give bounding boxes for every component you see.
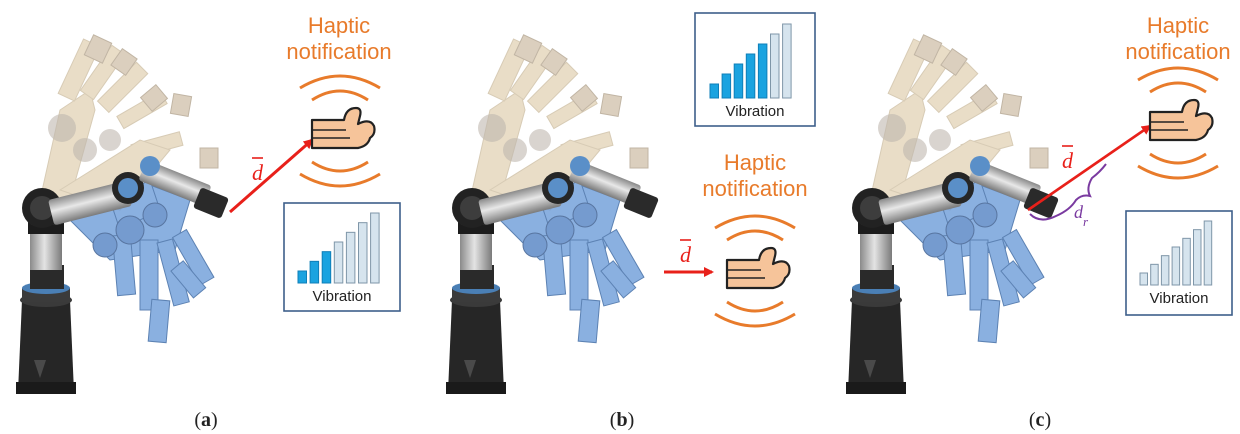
distance-label: d (1062, 148, 1074, 173)
haptic-notification-title: Haptic (724, 150, 786, 175)
vibration-bar-active (745, 53, 756, 99)
vibration-bar-active (757, 43, 768, 99)
panel-caption: (a) (194, 409, 217, 431)
vibration-box: Vibration (283, 202, 401, 312)
distance-label: d (680, 242, 692, 267)
vibration-bar-inactive (770, 33, 780, 99)
vibration-bar-inactive (1203, 220, 1213, 286)
vibration-bar-inactive (1139, 272, 1148, 286)
signal-bars-icon (1139, 220, 1213, 286)
vibration-label: Vibration (1150, 290, 1209, 307)
hand-icon (1148, 98, 1214, 142)
vibration-bar-inactive (1160, 255, 1170, 286)
haptic-notification-title: Haptic (1147, 13, 1209, 38)
panel-caption: (b) (610, 409, 634, 431)
vibration-bar-inactive (1150, 263, 1159, 286)
signal-bars-icon (709, 23, 792, 99)
vibration-box: Vibration (1125, 210, 1233, 316)
haptic-notification-title: Haptic (308, 13, 370, 38)
hand-icon (310, 106, 376, 150)
vibration-bar-inactive (345, 231, 356, 284)
panel-b: Vibration Haptic notification d (b) (446, 12, 816, 431)
robot-arm (16, 34, 230, 394)
panel-caption: (c) (1029, 409, 1051, 431)
vibration-box: Vibration (694, 12, 816, 127)
haptic-notification-subtitle: notification (1125, 39, 1230, 64)
hand-icon (725, 246, 791, 290)
vibration-bar-active (733, 63, 744, 99)
robot-arm (446, 34, 660, 394)
vibration-bar-inactive (333, 241, 344, 284)
vibration-label: Vibration (726, 103, 785, 120)
distance-label: d (252, 160, 264, 185)
vibration-bar-active (297, 270, 307, 284)
vibration-bar-inactive (782, 23, 792, 99)
distance-arrow (1027, 124, 1152, 212)
vibration-bar-active (721, 73, 732, 99)
signal-bars-icon (297, 212, 380, 284)
vibration-bar-active (709, 83, 719, 99)
vibration-bar-inactive (1193, 229, 1202, 286)
relative-distance-brace (1029, 163, 1107, 221)
robot-arm (846, 34, 1060, 394)
vibration-bar-active (321, 251, 332, 284)
vibration-bar-active (309, 260, 320, 284)
vibration-label: Vibration (313, 288, 372, 305)
panel-a: d Haptic notification Vibration (a) (16, 13, 401, 431)
vibration-bar-inactive (370, 212, 380, 284)
vibration-bar-inactive (1171, 246, 1181, 286)
vibration-bar-inactive (1182, 237, 1191, 286)
haptic-notification-subtitle: notification (702, 176, 807, 201)
distance-arrow (229, 138, 314, 214)
vibration-bar-inactive (358, 222, 368, 284)
panel-c: d dr Haptic notification Vibration (c) (846, 13, 1233, 431)
haptic-notification-subtitle: notification (286, 39, 391, 64)
relative-distance-label: dr (1074, 202, 1089, 229)
